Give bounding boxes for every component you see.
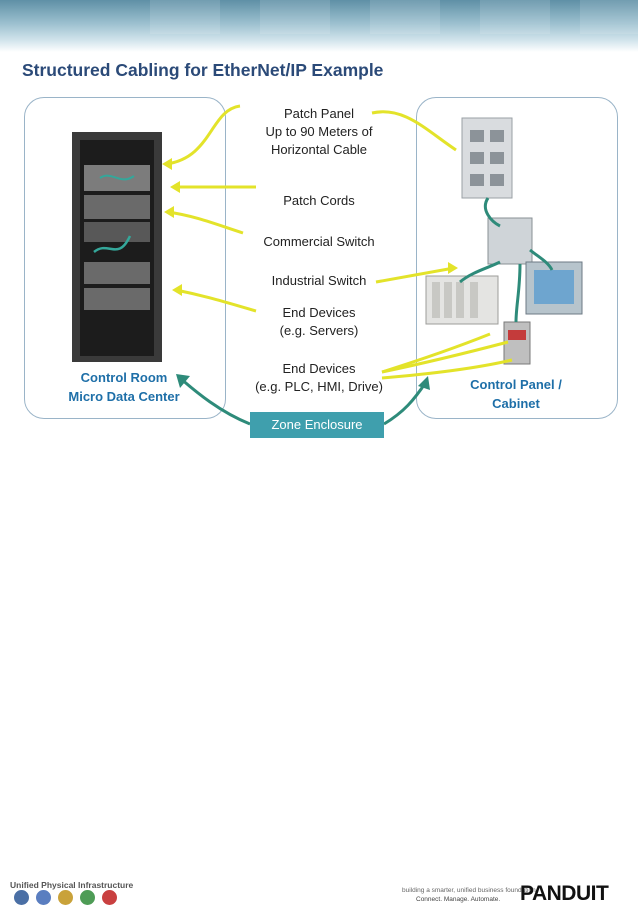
zone-enclosure-box: Zone Enclosure: [250, 412, 384, 438]
header-tile: [260, 0, 330, 34]
diagram-artwork: [72, 104, 583, 426]
cabinet-devices: [425, 117, 583, 365]
tagline-1: building a smarter, unified business fou…: [402, 887, 536, 894]
upi-dot-icon: [58, 890, 73, 905]
slide-title: Structured Cabling for EtherNet/IP Examp…: [22, 60, 384, 80]
control-cabinet-line-1: Control Panel /: [470, 377, 562, 392]
patch-panel-line-3: Horizontal Cable: [270, 142, 368, 157]
control-room-line-2: Micro Data Center: [68, 389, 180, 404]
label-end-devices-servers: End Devices (e.g. Servers): [0, 304, 638, 340]
header-tile: [580, 0, 638, 34]
header-band: [0, 0, 638, 52]
commercial-switch-text: Commercial Switch: [263, 234, 375, 249]
patch-panel-line-2: Up to 90 Meters of: [265, 124, 373, 139]
server-rack: [72, 132, 162, 362]
yellow-arrows: [165, 104, 513, 380]
footer: Unified Physical Infrastructure building…: [0, 436, 638, 905]
upi-dot-icon: [14, 890, 29, 905]
upi-dot-icon: [102, 890, 117, 905]
control-cabinet-line-2: Cabinet: [492, 396, 540, 411]
label-commercial-switch: Commercial Switch: [0, 233, 638, 251]
patch-cords-text: Patch Cords: [283, 193, 355, 208]
tagline-2: Connect. Manage. Automate.: [416, 896, 501, 903]
label-patch-cords: Patch Cords: [0, 192, 638, 210]
end-devices-servers-line-1: End Devices: [282, 305, 356, 320]
upi-dot-icon: [80, 890, 95, 905]
label-end-devices-plc: End Devices (e.g. PLC, HMI, Drive): [0, 360, 638, 396]
upi-text: Unified Physical Infrastructure: [10, 880, 134, 890]
control-cabinet-label: Control Panel / Cabinet: [436, 375, 596, 413]
end-devices-plc-line-1: End Devices: [282, 361, 356, 376]
label-patch-panel: Patch Panel Up to 90 Meters of Horizonta…: [0, 105, 638, 159]
end-devices-plc-line-2: (e.g. PLC, HMI, Drive): [255, 379, 383, 394]
header-tile: [150, 0, 220, 34]
control-room-label: Control Room Micro Data Center: [44, 368, 204, 406]
patch-panel-line-1: Patch Panel: [283, 106, 355, 121]
end-devices-servers-line-2: (e.g. Servers): [279, 323, 359, 338]
industrial-switch-text: Industrial Switch: [271, 273, 367, 288]
label-industrial-switch: Industrial Switch: [0, 272, 638, 290]
arrow-heads: [162, 158, 458, 296]
upi-dot-icon: [36, 890, 51, 905]
control-room-line-1: Control Room: [80, 370, 168, 385]
zone-arrow-heads: [176, 374, 430, 390]
header-tile: [370, 0, 440, 34]
panduit-logo: PANDUIT: [520, 882, 609, 905]
header-tile: [480, 0, 550, 34]
